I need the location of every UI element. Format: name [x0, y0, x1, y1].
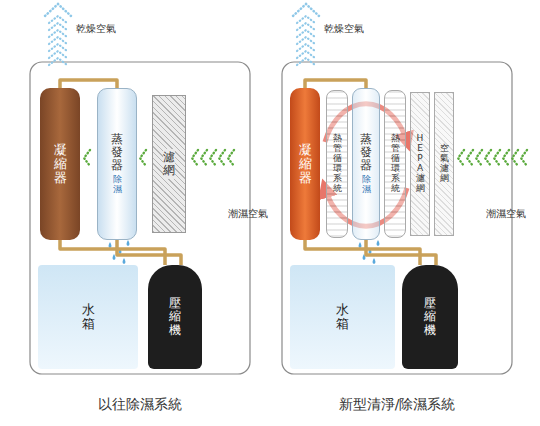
- refrigerant-pipe: [366, 240, 436, 265]
- humid-air-arrow: [485, 150, 491, 166]
- water-drop: [377, 240, 380, 246]
- humid-air-arrow: [512, 150, 518, 166]
- compressor: 壓縮機: [402, 265, 458, 369]
- humid-air-arrow: [228, 150, 234, 166]
- dry-air-arrow: [293, 4, 319, 16]
- water-drop: [113, 254, 116, 260]
- humid-air-arrow: [219, 150, 225, 166]
- water-tank: 水箱: [290, 265, 395, 369]
- dry-air-arrow: [297, 37, 315, 44]
- airflow-label: 潮濕空氣: [228, 207, 268, 221]
- dry-air-arrow: [45, 4, 71, 16]
- part-name: 蒸發器: [111, 133, 123, 173]
- dry-air-arrow: [49, 23, 67, 30]
- water-tank: 水箱: [38, 265, 138, 369]
- humid-air-arrow: [201, 150, 207, 166]
- airflow-label: 潮濕空氣: [486, 207, 526, 221]
- sub-label: 除濕: [113, 175, 122, 195]
- part-name: 蒸發器: [360, 133, 372, 173]
- humid-air-arrow: [84, 150, 90, 166]
- dry-air-arrow: [297, 30, 315, 37]
- dry-air-arrow: [297, 44, 315, 51]
- airflow-label: 乾燥空氣: [76, 22, 116, 36]
- humid-air-arrow: [458, 150, 464, 166]
- dry-air-arrow: [49, 51, 67, 58]
- humid-air-arrow: [476, 150, 482, 166]
- refrigerant-pipe: [305, 240, 420, 265]
- water-drop: [123, 258, 126, 264]
- heat-pipe-column: 熱管循環系統: [384, 90, 406, 238]
- part-name: 濾網: [163, 149, 175, 179]
- humid-air-arrow: [467, 150, 473, 166]
- housing-panel: [30, 62, 250, 374]
- refrigerant-pipe: [60, 240, 165, 265]
- part-name: 水箱: [82, 303, 95, 332]
- water-drops: [109, 240, 380, 264]
- part-name: 凝縮器: [54, 143, 67, 186]
- caption: 以往除濕系統: [98, 396, 182, 414]
- part-name: 水箱: [336, 303, 349, 332]
- humid-air-arrow: [192, 150, 198, 166]
- water-drop: [373, 258, 376, 264]
- dry-air-arrow: [49, 30, 67, 37]
- dry-air-arrow: [297, 51, 315, 58]
- dry-air-arrow: [297, 23, 315, 30]
- water-drop: [359, 242, 362, 248]
- water-drop: [109, 242, 112, 248]
- humid-air-arrow: [210, 150, 216, 166]
- humid-air-arrow: [503, 150, 509, 166]
- humid-air-arrow: [494, 150, 500, 166]
- part-name: 空氣濾網: [440, 144, 449, 184]
- evaporator: 蒸發器除濕: [97, 88, 137, 240]
- humid-air-arrow: [521, 150, 527, 166]
- filter-screen: 濾網: [152, 95, 186, 233]
- part-name: 壓縮機: [424, 297, 436, 337]
- compressor: 壓縮機: [148, 265, 202, 369]
- dry-air-arrow: [49, 16, 67, 23]
- dry-air-arrow: [297, 16, 315, 23]
- refrigerant-pipe: [60, 80, 117, 88]
- dry-air-arrow: [49, 44, 67, 51]
- dry-air-arrow: [49, 58, 67, 65]
- part-name: 熱管循環系統: [391, 134, 400, 193]
- evaporator: 蒸發器除濕: [352, 88, 380, 240]
- air-filter: 空氣濾網: [434, 92, 454, 236]
- sub-label: 除濕: [362, 175, 371, 195]
- water-drop: [127, 240, 130, 246]
- humid-air-arrow: [140, 150, 146, 166]
- condenser: 凝縮器: [290, 88, 320, 240]
- caption: 新型清淨/除濕系統: [339, 396, 456, 414]
- part-name: 熱管循環系統: [333, 134, 342, 193]
- housing-panel: [282, 62, 512, 374]
- airflow-label: 乾燥空氣: [324, 22, 364, 36]
- refrigerant-pipe: [305, 80, 366, 88]
- part-name: 凝縮器: [299, 143, 312, 186]
- part-name: 壓縮機: [169, 297, 181, 337]
- condenser: 凝縮器: [40, 88, 80, 240]
- dry-air-arrow: [49, 37, 67, 44]
- refrigerant-pipe: [117, 240, 181, 265]
- hepa-filter: HEPA濾網: [410, 92, 430, 236]
- part-name: HEPA濾網: [416, 134, 425, 193]
- dry-air-arrow: [297, 58, 315, 65]
- heat-pipe-column: 熱管循環系統: [326, 90, 348, 238]
